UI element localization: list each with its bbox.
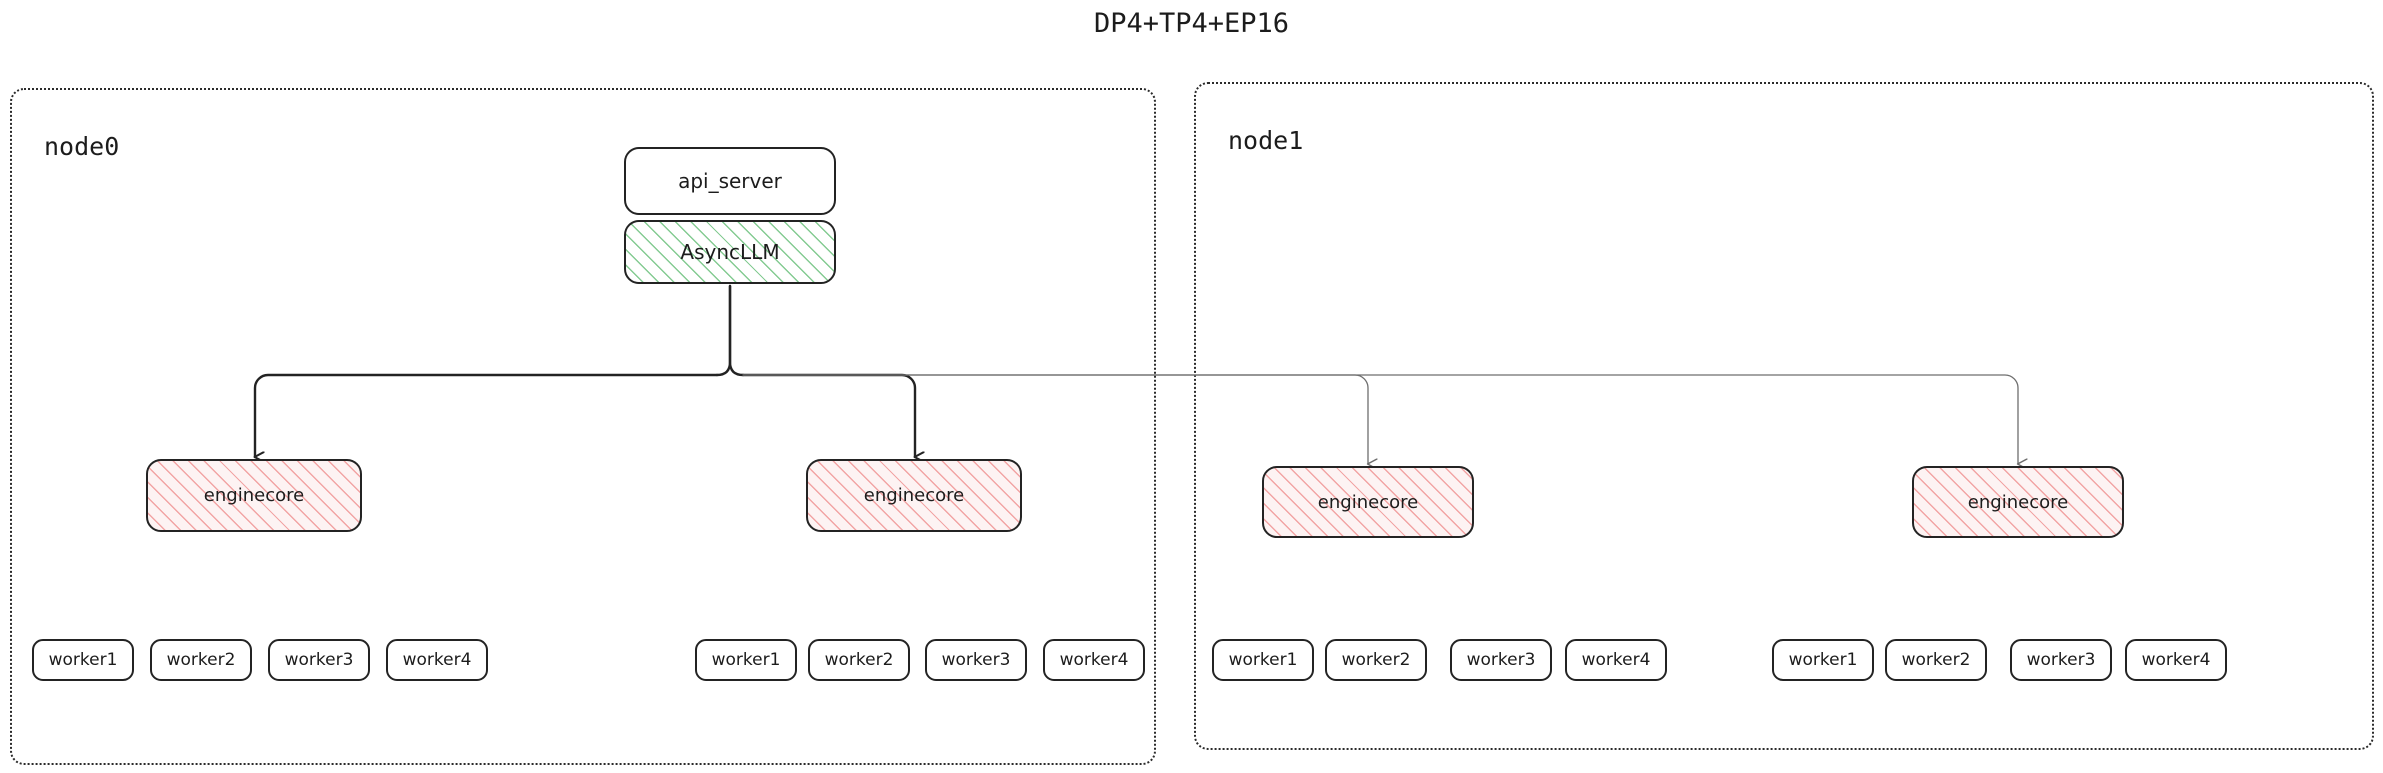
page-title: DP4+TP4+EP16 [1093,8,1290,39]
worker-box[interactable]: worker3 [2010,639,2112,681]
worker-box[interactable]: worker4 [1043,639,1145,681]
node-label-node0: node0 [44,132,120,161]
worker-box[interactable]: worker1 [695,639,797,681]
enginecore-n0-0-box[interactable]: enginecore [146,459,362,532]
enginecore-n1-0-box[interactable]: enginecore [1262,466,1474,538]
worker-box[interactable]: worker2 [1885,639,1987,681]
worker-box[interactable]: worker3 [1450,639,1552,681]
worker-box[interactable]: worker3 [268,639,370,681]
worker-box[interactable]: worker3 [925,639,1027,681]
worker-box[interactable]: worker4 [1565,639,1667,681]
worker-box[interactable]: worker4 [2125,639,2227,681]
worker-box[interactable]: worker2 [808,639,910,681]
worker-box[interactable]: worker1 [1212,639,1314,681]
worker-box[interactable]: worker1 [1772,639,1874,681]
api-server-box[interactable]: api_server [624,147,836,215]
worker-box[interactable]: worker4 [386,639,488,681]
worker-box[interactable]: worker1 [32,639,134,681]
worker-box[interactable]: worker2 [1325,639,1427,681]
node-label-node1: node1 [1228,126,1304,155]
worker-box[interactable]: worker2 [150,639,252,681]
enginecore-n1-1-box[interactable]: enginecore [1912,466,2124,538]
asyncllm-box[interactable]: AsyncLLM [624,220,836,284]
enginecore-n0-1-box[interactable]: enginecore [806,459,1022,532]
